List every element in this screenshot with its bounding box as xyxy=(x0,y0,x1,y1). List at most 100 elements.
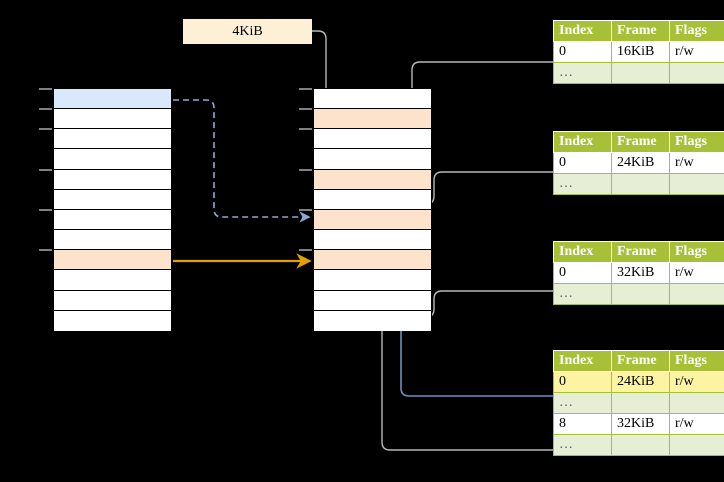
page-table-level-4-header-flags: Flags xyxy=(669,350,724,372)
page-table-level-4-r0-frame-cell[interactable]: 24KiB xyxy=(611,371,670,393)
page-table-level-4-r3-frame-cell[interactable] xyxy=(611,434,670,456)
page-table-level-1-r0-frame-cell[interactable]: 16KiB xyxy=(611,41,670,63)
page-table-level-3-r1-index-cell[interactable]: … xyxy=(553,283,612,305)
pmem-cell-1[interactable] xyxy=(314,109,431,130)
page-table-level-1-r1-flags-cell[interactable] xyxy=(669,62,724,84)
page-table-level-1-header-frame: Frame xyxy=(611,20,670,42)
vas-tick-0 xyxy=(39,88,52,90)
table-row[interactable]: … xyxy=(553,62,724,84)
physical-memory-stack xyxy=(313,88,432,331)
pmem-cell-8[interactable] xyxy=(314,250,431,271)
page-table-level-1-r0-index-cell[interactable]: 0 xyxy=(553,41,612,63)
pmem-tick-2 xyxy=(299,128,312,131)
pmem-tick-4 xyxy=(299,168,312,171)
pmem-cell-10[interactable] xyxy=(314,290,431,311)
page-table-level-4-r3-index-cell[interactable]: … xyxy=(553,434,612,456)
vas-tick-2 xyxy=(39,128,52,131)
vas-tick-1 xyxy=(39,108,52,111)
pmem-cell-6[interactable] xyxy=(314,209,431,231)
page-table-level-1-r0-flags-cell[interactable]: r/w xyxy=(669,41,724,63)
page-table-level-1-header-flags: Flags xyxy=(669,20,724,42)
page-table-level-3-r0-flags-cell[interactable]: r/w xyxy=(669,262,724,284)
vas-cell-10[interactable] xyxy=(54,290,171,311)
page-table-level-1-r1-index-cell[interactable]: … xyxy=(553,62,612,84)
page-size-label: 4KiB xyxy=(183,19,312,44)
virtual-address-space-stack xyxy=(53,88,172,331)
page-table-level-2-r1-frame-cell[interactable] xyxy=(611,173,670,195)
page-table-level-3-r0-index-cell[interactable]: 0 xyxy=(553,262,612,284)
page-table-level-3-header-index: Index xyxy=(553,241,612,263)
pmem-cell-11[interactable] xyxy=(314,310,431,331)
page-table-level-4-r2-index-cell[interactable]: 8 xyxy=(553,413,612,435)
vas-cell-7[interactable] xyxy=(54,230,171,251)
table-row[interactable]: … xyxy=(553,283,724,305)
pmem-cell-0[interactable] xyxy=(314,89,431,110)
pmem-cell-2[interactable] xyxy=(314,129,431,150)
page-table-level-2-r1-index-cell[interactable]: … xyxy=(553,173,612,195)
vas-cell-11[interactable] xyxy=(54,310,171,331)
vas-tick-8 xyxy=(39,249,52,252)
vas-cell-3[interactable] xyxy=(54,149,171,170)
vas-cell-4[interactable] xyxy=(54,169,171,190)
table-row[interactable]: … xyxy=(553,392,724,414)
vas-tick-4 xyxy=(39,168,52,171)
page-table-level-4-header-frame: Frame xyxy=(611,350,670,372)
pmem-cell-9[interactable] xyxy=(314,270,431,291)
page-table-level-4-r2-frame-cell[interactable]: 32KiB xyxy=(611,413,670,435)
page-table-level-3-r1-frame-cell[interactable] xyxy=(611,283,670,305)
page-table-level-2-r0-index-cell[interactable]: 0 xyxy=(553,152,612,174)
page-table-level-2-header-frame: Frame xyxy=(611,131,670,153)
page-table-level-3-r1-flags-cell[interactable] xyxy=(669,283,724,305)
table-row[interactable]: … xyxy=(553,173,724,195)
page-table-level-2-header-index: Index xyxy=(553,131,612,153)
page-table-level-4-header-index: Index xyxy=(553,350,612,372)
pmem-cell-3[interactable] xyxy=(314,149,431,170)
page-table-level-4-r1-flags-cell[interactable] xyxy=(669,392,724,414)
page-table-level-2-header-flags: Flags xyxy=(669,131,724,153)
vas-cell-0[interactable] xyxy=(54,89,171,110)
vas-cell-5[interactable] xyxy=(54,189,171,210)
pmem-tick-1 xyxy=(299,108,312,111)
page-table-level-3-header-flags: Flags xyxy=(669,241,724,263)
pmem-tick-0 xyxy=(299,88,312,90)
page-size-label-text: 4KiB xyxy=(232,23,263,39)
vas-cell-9[interactable] xyxy=(54,270,171,291)
page-table-level-3-header-frame: Frame xyxy=(611,241,670,263)
vas-cell-6[interactable] xyxy=(54,209,171,231)
page-table-level-1-r1-frame-cell[interactable] xyxy=(611,62,670,84)
page-table-level-4-r0-flags-cell[interactable]: r/w xyxy=(669,371,724,393)
page-table-level-2-r1-flags-cell[interactable] xyxy=(669,173,724,195)
vas-tick-6 xyxy=(39,209,52,211)
page-table-level-4-r1-index-cell[interactable]: … xyxy=(553,392,612,414)
pmem-cell-5[interactable] xyxy=(314,189,431,210)
vas-cell-1[interactable] xyxy=(54,109,171,130)
page-table-level-4-r0-index-cell[interactable]: 0 xyxy=(553,371,612,393)
page-table-level-2-r0-frame-cell[interactable]: 24KiB xyxy=(611,152,670,174)
page-table-level-4-r3-flags-cell[interactable] xyxy=(669,434,724,456)
page-table-level-2-r0-flags-cell[interactable]: r/w xyxy=(669,152,724,174)
vas-cell-2[interactable] xyxy=(54,129,171,150)
page-table-level-3-r0-frame-cell[interactable]: 32KiB xyxy=(611,262,670,284)
page-table-level-4-r1-frame-cell[interactable] xyxy=(611,392,670,414)
table-row[interactable]: … xyxy=(553,434,724,456)
page-table-level-1-header-index: Index xyxy=(553,20,612,42)
pmem-tick-6 xyxy=(299,209,312,211)
pmem-cell-4[interactable] xyxy=(314,169,431,190)
vas-cell-8[interactable] xyxy=(54,250,171,271)
page-table-level-4-r2-flags-cell[interactable]: r/w xyxy=(669,413,724,435)
pmem-cell-7[interactable] xyxy=(314,230,431,251)
